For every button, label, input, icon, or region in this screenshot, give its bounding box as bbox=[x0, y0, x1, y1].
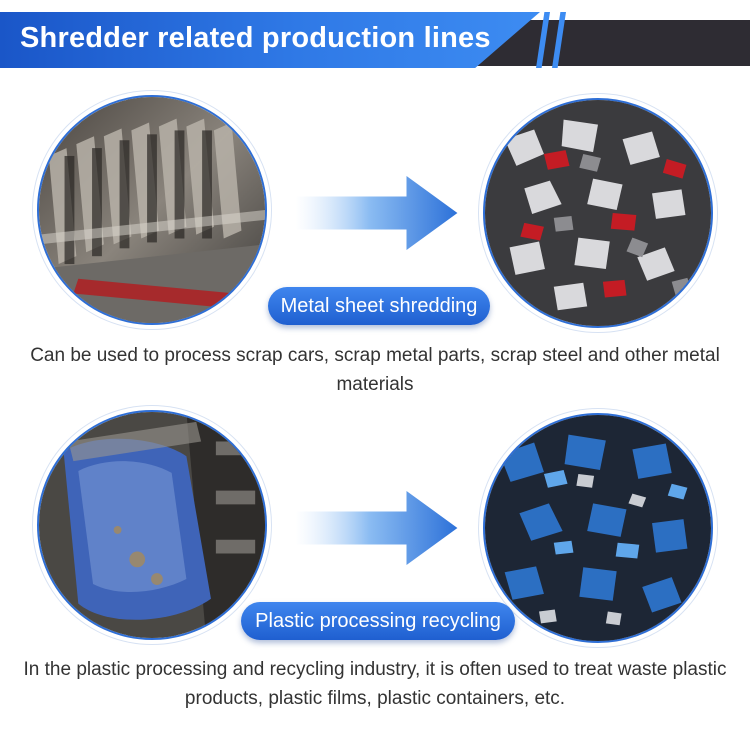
header-blue-band bbox=[0, 12, 540, 68]
shredded-metal-pieces-image bbox=[483, 98, 713, 328]
right-arrow-icon bbox=[295, 170, 463, 256]
section-description-metal: Can be used to process scrap cars, scrap… bbox=[30, 345, 720, 395]
shredded-blue-plastic-image bbox=[483, 413, 713, 643]
right-arrow-icon bbox=[295, 485, 463, 571]
page-title: Shredder related production lines bbox=[20, 22, 491, 54]
header-banner: Shredder related production lines bbox=[0, 12, 750, 68]
section-description-plastic: In the plastic processing and recycling … bbox=[23, 659, 727, 709]
plastic-container-in-shredder-image bbox=[37, 410, 267, 640]
section-label-plastic: Plastic processing recycling bbox=[241, 602, 515, 640]
section-label-metal: Metal sheet shredding bbox=[268, 287, 490, 325]
metal-shredder-blades-image bbox=[37, 95, 267, 325]
